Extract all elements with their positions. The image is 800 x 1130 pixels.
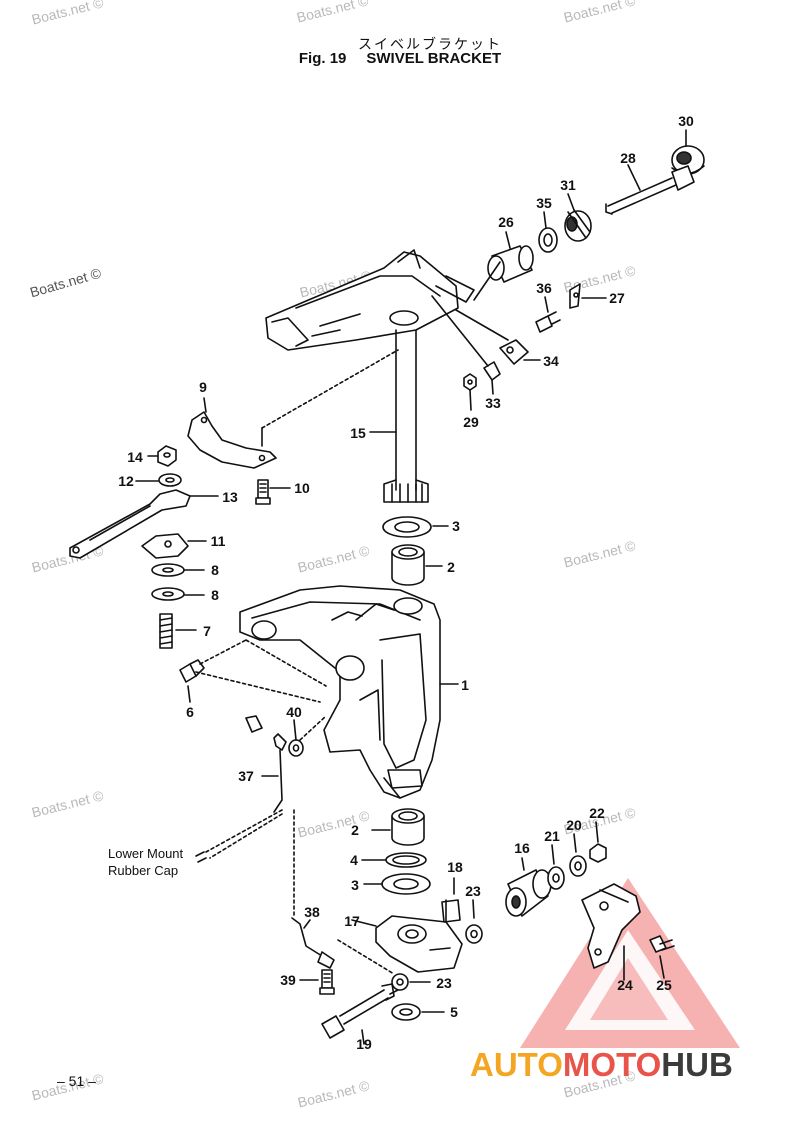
callout-1: 1 (461, 677, 469, 693)
callout-9: 9 (199, 379, 207, 395)
part-37-ground-cable (245, 715, 287, 813)
part-8-washer-upper (151, 563, 185, 577)
part-10-bolt (255, 479, 271, 505)
callout-33: 33 (485, 395, 501, 411)
callout-39: 39 (280, 972, 296, 988)
callout-19: 19 (356, 1036, 372, 1052)
part-22-nut (589, 843, 607, 863)
part-21-washer (547, 866, 565, 890)
note-line-1: Lower Mount (108, 846, 184, 861)
part-13-lever (69, 489, 191, 559)
callout-8-upper: 8 (211, 562, 219, 578)
part-20-washer (569, 855, 587, 877)
part-11-plate (141, 533, 189, 559)
callout-40: 40 (286, 704, 302, 720)
part-39-screw (319, 969, 335, 995)
part-3-washer-lower (381, 873, 431, 895)
callout-29: 29 (463, 414, 479, 430)
callout-37: 37 (238, 768, 254, 784)
callout-25: 25 (656, 977, 672, 993)
logo-triangle-icon (520, 878, 740, 1048)
callout-38: 38 (304, 904, 320, 920)
callout-23-right: 23 (465, 883, 481, 899)
part-40-washer (288, 739, 304, 757)
part-16-mount-rubber (505, 869, 552, 917)
figure-title: SWIVEL BRACKET (366, 50, 502, 67)
callout-2-lower: 2 (351, 822, 359, 838)
callout-21: 21 (544, 828, 560, 844)
part-27-clip (569, 283, 581, 309)
part-12-washer (158, 473, 182, 487)
part-35-washer (538, 227, 558, 253)
callout-20: 20 (566, 817, 582, 833)
callout-31: 31 (560, 177, 576, 193)
part-25-bolt (649, 935, 675, 953)
note-line-2: Rubber Cap (108, 863, 179, 878)
callout-6: 6 (186, 704, 194, 720)
part-9-plate (187, 411, 277, 469)
part-14-nut (157, 445, 177, 467)
part-19-long-bolt (321, 983, 395, 1039)
callout-30: 30 (678, 113, 694, 129)
part-17-mount-housing (375, 915, 463, 973)
callout-18: 18 (447, 859, 463, 875)
automotohub-logo: AUTOMOTOHUB (470, 1046, 733, 1084)
callout-15: 15 (350, 425, 366, 441)
logo-part-moto: MOTO (562, 1046, 662, 1083)
steering-bracket (265, 249, 475, 351)
part-1-swivel-bracket (239, 585, 441, 799)
part-15-steering-shaft (383, 329, 429, 503)
callout-28: 28 (620, 150, 636, 166)
callout-26: 26 (498, 214, 514, 230)
part-7-stud (159, 613, 173, 649)
part-18-rubber-cap (441, 899, 461, 923)
callout-22: 22 (589, 805, 605, 821)
callout-24: 24 (617, 977, 633, 993)
part-23-washer-right (465, 924, 483, 944)
callout-16: 16 (514, 840, 530, 856)
lower-mount-note: Lower Mount Rubber Cap (108, 845, 183, 879)
part-30-cap (671, 145, 705, 175)
callout-2-upper: 2 (447, 559, 455, 575)
callout-3-lower: 3 (351, 877, 359, 893)
callout-27: 27 (609, 290, 625, 306)
part-4-ring (385, 852, 427, 868)
callout-8-lower: 8 (211, 587, 219, 603)
callout-34: 34 (543, 353, 559, 369)
part-23-washer-lower (391, 973, 409, 991)
part-2-bushing-upper (391, 544, 425, 586)
figure-number: Fig. 19 (298, 50, 347, 67)
logo-part-auto: AUTO (470, 1046, 563, 1083)
part-28-bolt (605, 165, 695, 215)
logo-part-hub: HUB (661, 1046, 733, 1083)
part-2-bushing-lower (391, 808, 425, 846)
callout-12: 12 (118, 473, 134, 489)
part-34-bracket (499, 339, 529, 365)
callout-13: 13 (222, 489, 238, 505)
part-8-washer-lower (151, 587, 185, 601)
title-english: Fig. 19 SWIVEL BRACKET (0, 50, 800, 67)
title-japanese: スイベルブラケット (358, 36, 502, 52)
callout-5: 5 (450, 1004, 458, 1020)
callout-11: 11 (210, 533, 226, 549)
part-36-bolt (535, 311, 561, 333)
callout-4: 4 (350, 852, 358, 868)
callout-35: 35 (536, 195, 552, 211)
part-26-bushing (487, 245, 534, 283)
part-29-nut (463, 373, 477, 391)
part-3-washer-upper (382, 516, 432, 538)
callout-36: 36 (536, 280, 552, 296)
callout-23-lower: 23 (436, 975, 452, 991)
callout-7: 7 (203, 623, 211, 639)
callout-17: 17 (344, 913, 360, 929)
part-5-spring-washer (391, 1003, 421, 1021)
callout-10: 10 (294, 480, 310, 496)
page-number: – 51 – (57, 1073, 96, 1089)
part-38-cable (291, 917, 335, 969)
callout-3-upper: 3 (452, 518, 460, 534)
callout-14: 14 (127, 449, 143, 465)
part-24-bracket-plate (581, 883, 641, 969)
part-31-nut (564, 209, 592, 242)
